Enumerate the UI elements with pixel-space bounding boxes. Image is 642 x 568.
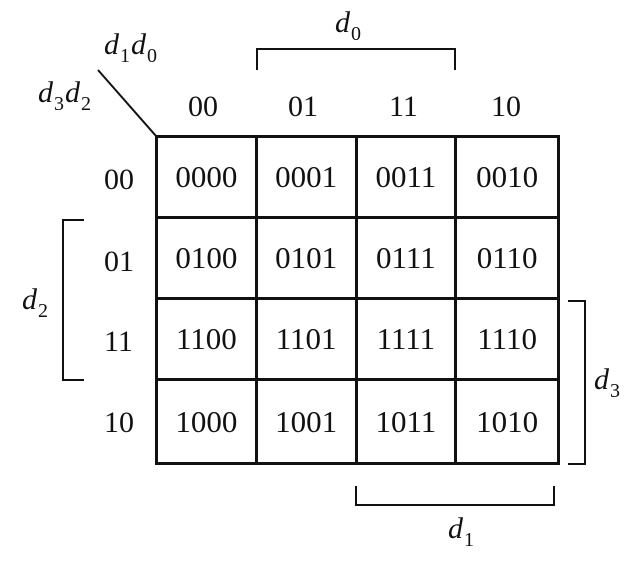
kmap-cell: 1100 [158, 300, 258, 381]
corner-row-variables: d3d2 [38, 76, 91, 115]
left-bracket [62, 219, 84, 381]
kmap-cell: 1111 [357, 300, 458, 381]
right-bracket-label: d3 [594, 363, 620, 402]
kmap-cell: 1011 [358, 381, 458, 462]
corner-column-variables: d1d0 [104, 28, 157, 67]
kmap-cell: 0000 [158, 138, 258, 219]
column-header: 10 [491, 90, 521, 123]
kmap-cell: 0101 [257, 219, 358, 300]
row-header: 10 [104, 406, 134, 439]
kmap-cell: 0001 [257, 138, 358, 219]
kmap-cell: 1001 [258, 381, 358, 462]
kmap-cell: 0110 [457, 219, 557, 300]
row-header: 00 [104, 163, 134, 196]
kmap-cell: 0010 [457, 138, 557, 219]
kmap-cell: 1010 [476, 403, 539, 439]
top-bracket-label: d0 [335, 6, 361, 45]
column-header: 01 [288, 90, 318, 123]
kmap-cell: 1000 [158, 381, 258, 462]
column-header: 00 [188, 90, 218, 123]
kmap-cell: 0100 [158, 219, 258, 300]
bottom-bracket-label: d1 [448, 512, 474, 551]
column-header: 11 [389, 90, 418, 123]
kmap-cell: 1110 [457, 300, 557, 381]
row-header: 11 [104, 325, 133, 358]
left-bracket-label: d2 [22, 283, 48, 322]
row-header: 01 [104, 245, 134, 278]
kmap-cell: 1101 [257, 300, 358, 381]
top-bracket [256, 48, 456, 70]
bottom-bracket [355, 486, 555, 506]
right-bracket [568, 300, 586, 465]
karnaugh-map-grid: 0000 0001 0011 0010 0100 0101 0111 0110 … [155, 135, 560, 465]
kmap-cell: 0111 [357, 219, 458, 300]
kmap-cell: 0011 [357, 138, 458, 219]
